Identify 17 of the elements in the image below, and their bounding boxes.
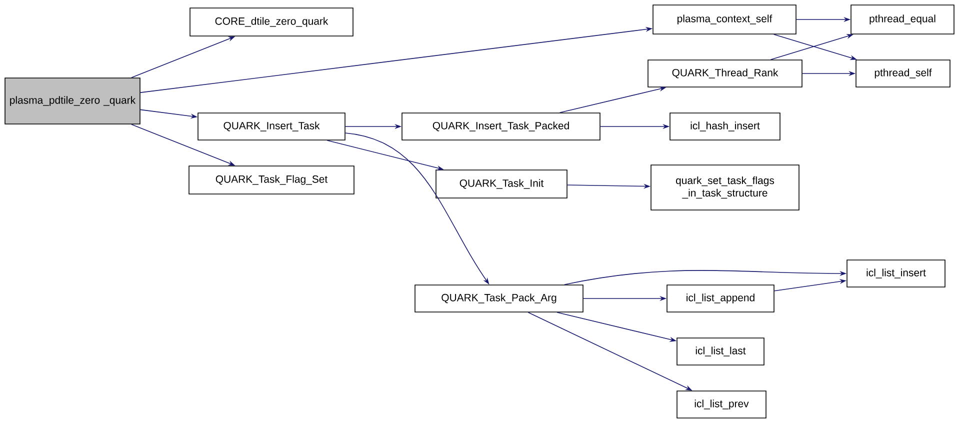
function-box: pthread_self: [856, 60, 950, 88]
function-box: quark_set_task_flags _in_task_structure: [650, 164, 800, 210]
function-box: QUARK_Task_Pack_Arg: [414, 284, 584, 312]
function-box: QUARK_Task_Init: [436, 170, 568, 198]
function-box: icl_list_last: [676, 338, 764, 366]
function-box: CORE_dtile_zero_quark: [190, 8, 354, 36]
function-box: plasma_pdtile_zero _quark: [4, 78, 140, 124]
function-box: pthread_equal: [850, 4, 954, 34]
function-box: icl_list_prev: [676, 390, 766, 418]
function-box: QUARK_Task_Flag_Set: [188, 166, 354, 194]
function-box: plasma_context_self: [652, 4, 796, 34]
function-box: icl_list_insert: [846, 260, 946, 288]
function-box: icl_hash_insert: [670, 112, 780, 140]
function-box: icl_list_append: [666, 284, 774, 312]
function-box: QUARK_Insert_Task_Packed: [402, 112, 600, 140]
function-box: QUARK_Thread_Rank: [648, 60, 802, 88]
function-box: QUARK_Insert_Task: [198, 112, 346, 140]
